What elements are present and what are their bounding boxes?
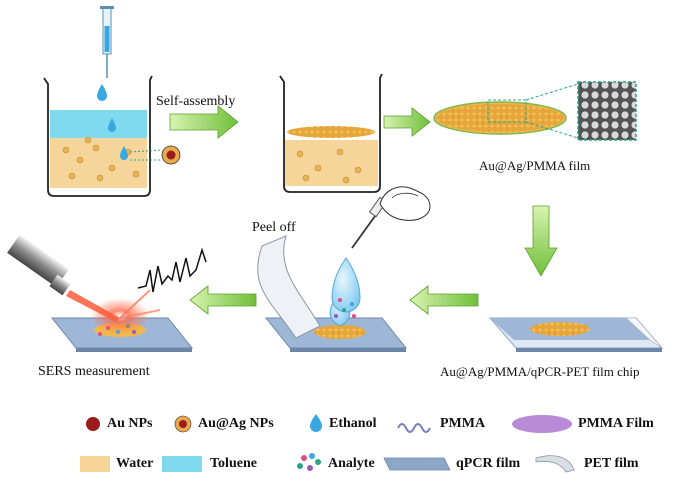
pet-film-icon xyxy=(535,455,575,473)
film-label: Au@Ag/PMMA film xyxy=(479,158,591,173)
arrow-down xyxy=(524,205,558,277)
analyte-droplet-icon xyxy=(331,257,361,313)
arrow-to-film xyxy=(383,107,431,137)
legend-au-ag-nps: Au@Ag NPs xyxy=(198,416,274,431)
ethanol-drop-icon xyxy=(97,84,107,101)
beaker-with-syringe xyxy=(43,6,181,197)
legend-qpcr-film: qPCR film xyxy=(456,456,521,471)
pmma-icon xyxy=(397,423,431,433)
peel-off-label: Peel off xyxy=(252,220,296,235)
legend-ethanol: Ethanol xyxy=(329,416,377,431)
laser-icon xyxy=(7,234,161,322)
arrow-self-assembly xyxy=(169,105,239,139)
peel-off-slide xyxy=(257,186,431,352)
legend-analyte: Analyte xyxy=(328,456,375,471)
chip-label: Au@Ag/PMMA/qPCR-PET film chip xyxy=(440,364,640,379)
qpcr-film-icon xyxy=(383,457,451,471)
au-ag-pmma-film xyxy=(433,81,637,141)
beaker-assembled xyxy=(279,73,383,193)
legend-pmma: PMMA xyxy=(440,416,486,431)
arrow-sers xyxy=(189,285,257,315)
sers-setup xyxy=(7,234,207,352)
self-assembly-label: Self-assembly xyxy=(156,94,236,109)
legend-icons xyxy=(80,414,575,473)
legend-au-nps: Au NPs xyxy=(107,416,153,431)
legend-toluene: Toluene xyxy=(210,456,257,471)
sers-label: SERS measurement xyxy=(38,364,150,379)
raman-spectrum-icon xyxy=(137,247,207,293)
water-icon xyxy=(80,456,110,472)
syringe-icon xyxy=(100,6,114,78)
hand-pipette-icon xyxy=(351,186,431,249)
ethanol-icon xyxy=(310,414,322,432)
sem-image xyxy=(577,81,637,141)
pmma-film-icon xyxy=(512,415,572,433)
film-chip xyxy=(488,317,664,352)
toluene-icon xyxy=(162,456,202,472)
analyte-icon xyxy=(297,453,321,471)
au-nps-icon xyxy=(86,417,100,431)
pet-film-peel-icon xyxy=(257,235,321,339)
arrow-peel xyxy=(409,285,479,315)
legend-water: Water xyxy=(116,456,154,471)
legend-pet-film: PET film xyxy=(584,456,639,471)
legend-pmma-film: PMMA Film xyxy=(578,416,654,431)
